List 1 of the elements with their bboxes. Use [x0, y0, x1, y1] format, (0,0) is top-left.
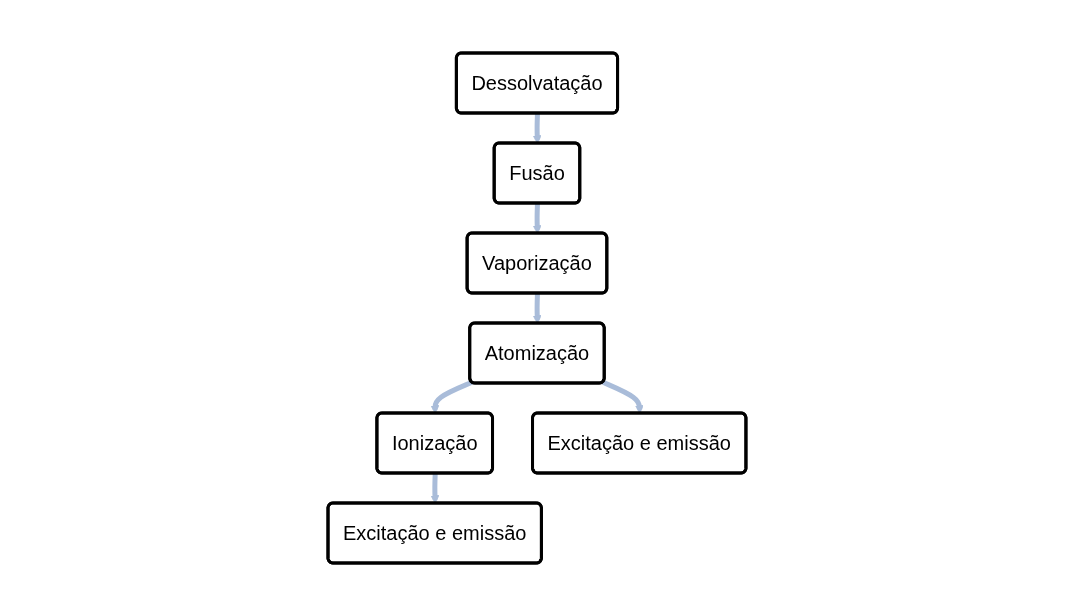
arrow	[532, 113, 542, 144]
